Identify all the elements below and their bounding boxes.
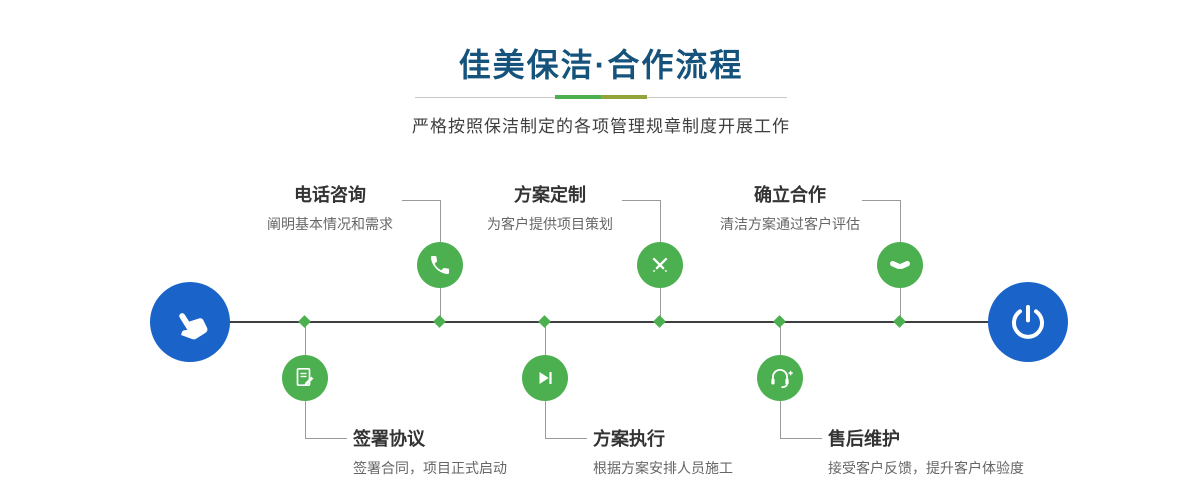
step-desc: 阐明基本情况和需求 (267, 216, 393, 232)
step-connector (622, 200, 660, 201)
step-stem (305, 323, 306, 355)
page-subtitle: 严格按照保洁制定的各项管理规章制度开展工作 (412, 117, 790, 136)
title-divider-accent (555, 95, 647, 99)
step-connector (545, 401, 546, 438)
timeline-line (190, 321, 1028, 323)
step-connector (305, 401, 306, 438)
step-connector (545, 438, 587, 439)
step-label-execute: 方案执行 根据方案安排人员施工 (593, 428, 873, 477)
timeline-junction-diamond (433, 315, 446, 328)
step-connector (402, 200, 440, 201)
step-stem (545, 323, 546, 355)
step-stem (660, 288, 661, 321)
divider-accent-olive (601, 95, 647, 99)
customer-service-icon (767, 365, 793, 391)
step-node-phone (417, 242, 463, 288)
step-node-handshake (877, 242, 923, 288)
handshake-icon (887, 252, 913, 278)
timeline-junction-diamond (893, 315, 906, 328)
pointing-hand-icon (160, 292, 221, 353)
step-desc: 根据方案安排人员施工 (593, 460, 733, 476)
step-desc: 签署合同，项目正式启动 (353, 460, 507, 476)
phone-icon (428, 253, 452, 277)
step-node-contract (282, 355, 328, 401)
step-connector (780, 401, 781, 438)
step-label-handshake: 确立合作 清洁方案通过客户评估 (700, 184, 880, 233)
step-stem (900, 288, 901, 321)
step-title: 售后维护 (828, 429, 900, 449)
step-node-design (637, 242, 683, 288)
step-desc: 接受客户反馈，提升客户体验度 (828, 460, 1024, 476)
power-icon (1008, 302, 1048, 342)
divider-accent-green (555, 95, 601, 99)
step-connector (780, 438, 822, 439)
timeline-start-node (150, 282, 230, 362)
step-desc: 为客户提供项目策划 (487, 216, 613, 232)
design-tools-icon (648, 253, 672, 277)
page-title: 佳美保洁·合作流程 (458, 47, 744, 83)
step-label-design: 方案定制 为客户提供项目策划 (460, 184, 640, 233)
step-title: 确立合作 (754, 185, 826, 205)
play-next-icon (534, 367, 556, 389)
step-node-execute (522, 355, 568, 401)
step-title: 方案定制 (514, 185, 586, 205)
step-label-phone: 电话咨询 阐明基本情况和需求 (240, 184, 420, 233)
contract-sign-icon (293, 366, 317, 390)
step-title: 方案执行 (593, 429, 665, 449)
step-title: 签署协议 (353, 429, 425, 449)
step-title: 电话咨询 (294, 185, 366, 205)
step-label-contract: 签署协议 签署合同，项目正式启动 (353, 428, 633, 477)
step-connector (862, 200, 900, 201)
step-desc: 清洁方案通过客户评估 (720, 216, 860, 232)
step-connector (305, 438, 347, 439)
timeline-junction-diamond (773, 315, 786, 328)
timeline-junction-diamond (298, 315, 311, 328)
step-connector (660, 200, 661, 242)
step-node-aftersale (757, 355, 803, 401)
step-stem (440, 288, 441, 321)
timeline-junction-diamond (653, 315, 666, 328)
timeline-junction-diamond (538, 315, 551, 328)
step-label-aftersale: 售后维护 接受客户反馈，提升客户体验度 (828, 428, 1108, 477)
step-connector (900, 200, 901, 242)
timeline-end-node (988, 282, 1068, 362)
step-connector (440, 200, 441, 242)
step-stem (780, 323, 781, 355)
